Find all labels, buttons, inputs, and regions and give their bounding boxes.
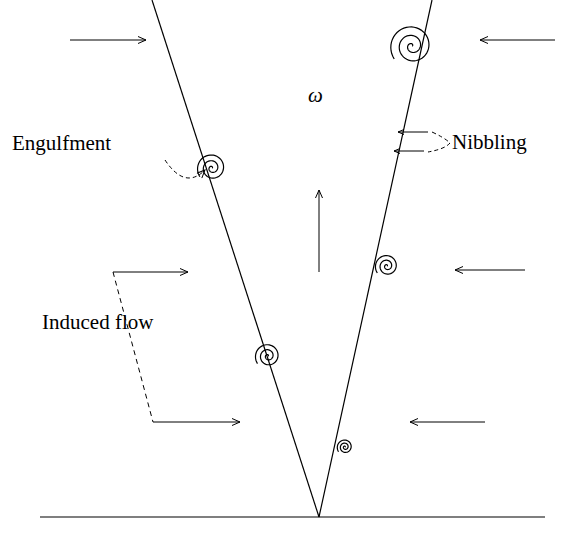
eddy-spiral [391, 27, 429, 61]
eddy-spirals [198, 27, 429, 452]
flow-arrows [70, 40, 555, 422]
plume-edge [152, 0, 319, 517]
vorticity-symbol: ω [308, 84, 323, 107]
eddy-spiral [375, 256, 396, 275]
eddy-spiral [255, 345, 278, 365]
ground-line [40, 516, 545, 517]
induced-flow-label: Induced flow [42, 311, 153, 334]
engulfment-label: Engulfment [12, 132, 111, 155]
nibbling-label: Nibbling [452, 131, 527, 154]
plume-edge [319, 0, 432, 517]
eddy-spiral [337, 440, 351, 452]
eddy-spiral [198, 155, 224, 178]
